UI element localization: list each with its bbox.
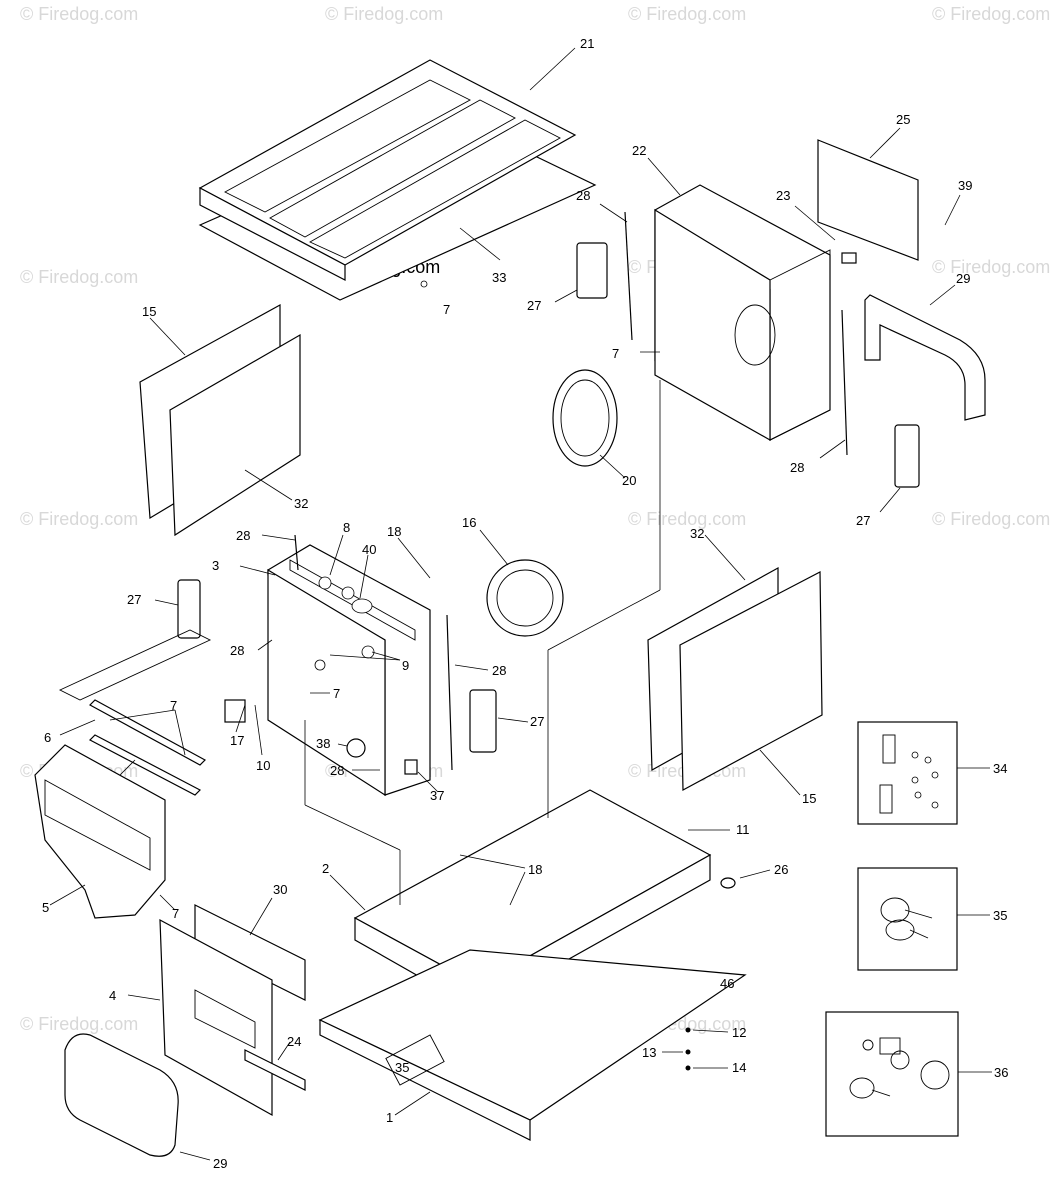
part-25-panel: 25 39 <box>817 112 972 261</box>
callout-27: 27 <box>856 513 870 528</box>
kit-34: 34 <box>857 721 1007 825</box>
callout-33: 33 <box>492 270 506 285</box>
part-3-front-frame: 3 8 40 18 9 7 28 28 17 10 <box>212 520 431 797</box>
assembly-guides <box>304 380 661 905</box>
kit-36: 36 <box>825 1011 1008 1137</box>
callout-18: 18 <box>387 524 401 539</box>
callout-20: 20 <box>622 473 636 488</box>
callout-23: 23 <box>776 188 790 203</box>
callout-28: 28 <box>576 188 590 203</box>
callout-7: 7 <box>333 686 340 701</box>
callout-22: 22 <box>632 143 646 158</box>
callout-29: 29 <box>956 271 970 286</box>
callout-34: 34 <box>993 761 1007 776</box>
part-15-32-left-panels: 15 32 <box>139 303 308 537</box>
callout-28: 28 <box>492 663 506 678</box>
part-32-15-right-panels: 32 15 <box>647 526 823 806</box>
part-16-ring: 16 <box>462 515 564 637</box>
part-27-vent-c: 27 27 <box>127 579 544 753</box>
watermark: © Firedog.com <box>628 509 746 529</box>
callout-27: 27 <box>530 714 544 729</box>
callout-7: 7 <box>172 906 179 921</box>
watermark: © Firedog.com <box>20 267 138 287</box>
watermark: © Firedog.com <box>628 4 746 24</box>
callout-7: 7 <box>612 346 619 361</box>
callout-32: 32 <box>294 496 308 511</box>
callout-12: 12 <box>732 1025 746 1040</box>
callout-28: 28 <box>236 528 250 543</box>
callout-25: 25 <box>896 112 910 127</box>
callout-16: 16 <box>462 515 476 530</box>
callout-24: 24 <box>287 1034 301 1049</box>
part-38-37: 38 28 37 <box>316 736 444 803</box>
callout-7: 7 <box>170 698 177 713</box>
callout-27: 27 <box>127 592 141 607</box>
watermark: © Firedog.com <box>20 4 138 24</box>
callout-40: 40 <box>362 542 376 557</box>
part-21-top-cover: 21 33 7 <box>198 36 597 317</box>
kit-35: 35 <box>857 867 1007 971</box>
callout-17: 17 <box>230 733 244 748</box>
callout-2: 2 <box>322 861 329 876</box>
part-20-ring: 20 <box>552 369 636 488</box>
callout-27: 27 <box>527 298 541 313</box>
callout-38: 38 <box>316 736 330 751</box>
callout-37: 37 <box>430 788 444 803</box>
part-12-13-14-hardware: 12 13 14 <box>642 1025 746 1075</box>
callout-13: 13 <box>642 1045 656 1060</box>
part-29-hood-lower: 29 <box>64 1033 227 1171</box>
callout-15: 15 <box>142 304 156 319</box>
callout-8: 8 <box>343 520 350 535</box>
callout-9: 9 <box>402 658 409 673</box>
callout-18: 18 <box>528 862 542 877</box>
callout-14: 14 <box>732 1060 746 1075</box>
callout-21: 21 <box>580 36 594 51</box>
callout-30: 30 <box>273 882 287 897</box>
part-27-vent-b: 27 <box>856 424 920 528</box>
watermark: © Firedog.com <box>932 509 1050 529</box>
callout-26: 26 <box>774 862 788 877</box>
callout-28: 28 <box>230 643 244 658</box>
callout-29: 29 <box>213 1156 227 1171</box>
part-28-rods-upper: 28 28 <box>576 188 848 475</box>
callout-6: 6 <box>44 730 51 745</box>
part-28-rod-right: 28 <box>446 614 506 771</box>
watermark: © Firedog.com <box>20 509 138 529</box>
callout-1: 1 <box>386 1110 393 1125</box>
callout-36: 36 <box>994 1065 1008 1080</box>
mark-35: 35 <box>395 1060 409 1075</box>
part-22-rear-housing: 22 7 23 <box>612 143 857 442</box>
callout-7: 7 <box>443 302 450 317</box>
watermark: © Firedog.com <box>325 4 443 24</box>
callout-28: 28 <box>790 460 804 475</box>
callout-39: 39 <box>958 178 972 193</box>
callout-11: 11 <box>736 822 750 837</box>
watermark: © Firedog.com <box>20 1014 138 1034</box>
part-1-bottom-pan: 46 35 1 <box>318 949 747 1141</box>
part-27-vent-a: 27 <box>527 242 608 313</box>
callout-15: 15 <box>802 791 816 806</box>
callout-28: 28 <box>330 763 344 778</box>
callout-5: 5 <box>42 900 49 915</box>
part-5-control-housing: 5 7 <box>34 744 179 921</box>
part-30-24-4-door: 30 4 24 <box>109 882 306 1117</box>
watermark: © Firedog.com <box>932 257 1050 277</box>
callout-10: 10 <box>256 758 270 773</box>
watermark: © Firedog.com <box>932 4 1050 24</box>
callout-32: 32 <box>690 526 704 541</box>
callout-35: 35 <box>993 908 1007 923</box>
part-29-hood-upper: 29 <box>864 271 986 421</box>
callout-3: 3 <box>212 558 219 573</box>
mark-46: 46 <box>720 976 734 991</box>
callout-4: 4 <box>109 988 116 1003</box>
